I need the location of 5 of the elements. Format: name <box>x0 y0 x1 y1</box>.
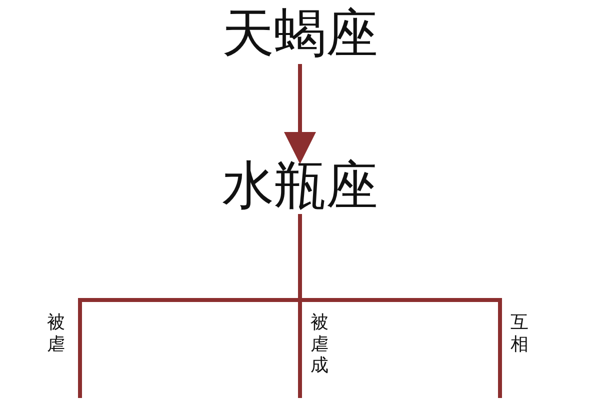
sign-name: 水瓶座 <box>222 160 378 212</box>
sign-name: 天蝎座 <box>222 8 378 60</box>
connector-line <box>298 214 502 398</box>
edge-label: 互相 <box>510 312 529 356</box>
arrow <box>284 64 316 164</box>
